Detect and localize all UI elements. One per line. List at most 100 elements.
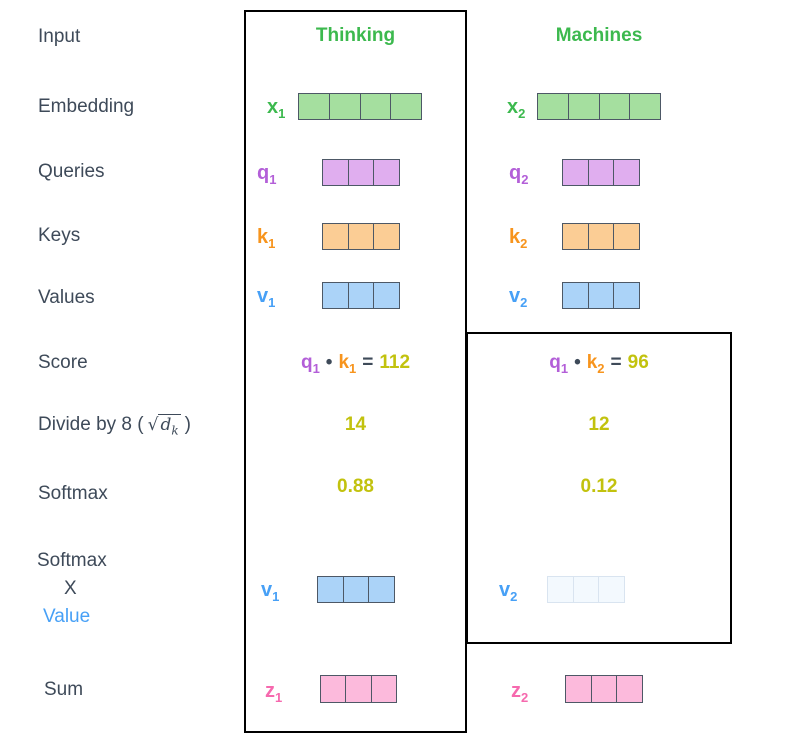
vector-cell — [322, 282, 349, 309]
term-base: k — [586, 352, 598, 373]
column-header-thinking: Thinking — [315, 25, 396, 46]
softmax-x-value-v2-label: v2 — [499, 579, 518, 604]
softmax-value-thinking: 0.88 — [337, 476, 374, 497]
row-label-embedding: Embedding — [38, 96, 135, 117]
label-subscript: 1 — [275, 690, 283, 705]
term-subscript: 1 — [560, 360, 569, 376]
label-base: x — [267, 96, 279, 118]
q1-vector — [322, 159, 401, 186]
vector-cell — [374, 282, 401, 309]
score-k-term: k2 — [586, 352, 605, 376]
vector-cell — [562, 282, 589, 309]
vector-cell — [317, 576, 344, 603]
sqrt-dk-expression: √dk — [147, 414, 181, 438]
vector-cell — [348, 223, 375, 250]
vector-cell — [360, 93, 392, 120]
vector-cell — [599, 576, 626, 603]
vector-cell — [562, 223, 589, 250]
vector-cell — [374, 223, 401, 250]
x2-label: x2 — [507, 96, 526, 121]
row-label-queries: Queries — [38, 161, 105, 182]
score-equation-machines: q1 • k2 = 96 — [466, 352, 732, 376]
label-base: k — [257, 226, 269, 248]
term-base: q — [300, 352, 313, 373]
vector-cell — [391, 93, 422, 120]
z1-label: z1 — [265, 680, 283, 705]
divided-value-thinking: 14 — [344, 414, 367, 435]
score-value: 112 — [379, 352, 411, 373]
x1-label: x1 — [267, 96, 285, 120]
label-base: v — [509, 285, 521, 307]
vector-cell — [588, 223, 615, 250]
vector-cell — [562, 159, 589, 186]
label-subscript: 2 — [520, 295, 528, 310]
vector-cell — [348, 282, 375, 309]
divide-suffix: ) — [184, 414, 191, 435]
label-base: q — [257, 162, 270, 184]
column-header-machines: Machines — [555, 25, 643, 46]
q2-label: q2 — [509, 162, 528, 186]
k2-vector — [562, 223, 641, 250]
v1-vector — [322, 282, 401, 309]
vector-cell — [617, 675, 644, 703]
machines-score-frame — [466, 332, 732, 644]
row-label-softmax-x-line2: X — [64, 578, 77, 599]
equals-sign: = — [362, 352, 374, 373]
radical-sign: √ — [147, 415, 159, 435]
label-base: q — [509, 162, 522, 184]
label-subscript: 1 — [272, 589, 280, 604]
vector-cell — [591, 675, 618, 703]
term-subscript: 1 — [312, 360, 320, 376]
vector-cell — [588, 159, 615, 186]
q2-vector — [562, 159, 641, 186]
row-label-softmax: Softmax — [38, 483, 108, 504]
row-label-sum: Sum — [44, 679, 84, 700]
label-subscript: 2 — [518, 106, 526, 121]
vector-cell — [322, 159, 349, 186]
vector-cell — [343, 576, 370, 603]
equals-sign: = — [610, 352, 622, 373]
divided-value-machines: 12 — [588, 414, 610, 435]
x2-vector — [537, 93, 661, 120]
vector-cell — [547, 576, 574, 603]
k1-vector — [322, 223, 401, 250]
vector-cell — [348, 159, 375, 186]
row-label-values: Values — [38, 287, 95, 308]
label-base: v — [257, 285, 269, 307]
dot-product-icon: • — [325, 352, 333, 373]
z2-vector — [565, 675, 644, 703]
row-label-keys: Keys — [38, 225, 81, 246]
label-subscript: 2 — [520, 236, 528, 251]
vector-cell — [329, 93, 361, 120]
vector-cell — [614, 159, 641, 186]
vector-cell — [320, 675, 347, 703]
dot-product-icon: • — [574, 352, 581, 373]
label-subscript: 1 — [268, 236, 276, 251]
q1-label: q1 — [257, 162, 276, 186]
radicand-var: d — [160, 415, 172, 435]
vector-cell — [568, 93, 600, 120]
vector-cell — [614, 223, 641, 250]
vector-cell — [537, 93, 569, 120]
term-subscript: 2 — [597, 360, 605, 376]
label-subscript: 2 — [510, 589, 518, 604]
label-subscript: 2 — [521, 690, 529, 705]
v1-label: v1 — [257, 285, 276, 310]
radicand-subscript: k — [171, 423, 179, 438]
vector-cell — [565, 675, 592, 703]
divide-prefix: Divide by 8 ( — [38, 414, 144, 435]
score-q-term: q1 — [300, 352, 320, 376]
label-subscript: 1 — [268, 295, 276, 310]
radicand: dk — [158, 414, 181, 438]
k2-label: k2 — [509, 226, 528, 251]
row-label-softmax-x-line1: Softmax — [37, 550, 107, 571]
score-equation-thinking: q1 • k1 = 112 — [244, 352, 467, 376]
z2-label: z2 — [511, 680, 529, 705]
vector-cell — [573, 576, 600, 603]
vector-cell — [599, 93, 631, 120]
term-base: k — [338, 352, 350, 373]
label-base: k — [509, 226, 521, 248]
score-k-term: k1 — [338, 352, 356, 375]
x1-vector — [298, 93, 422, 120]
